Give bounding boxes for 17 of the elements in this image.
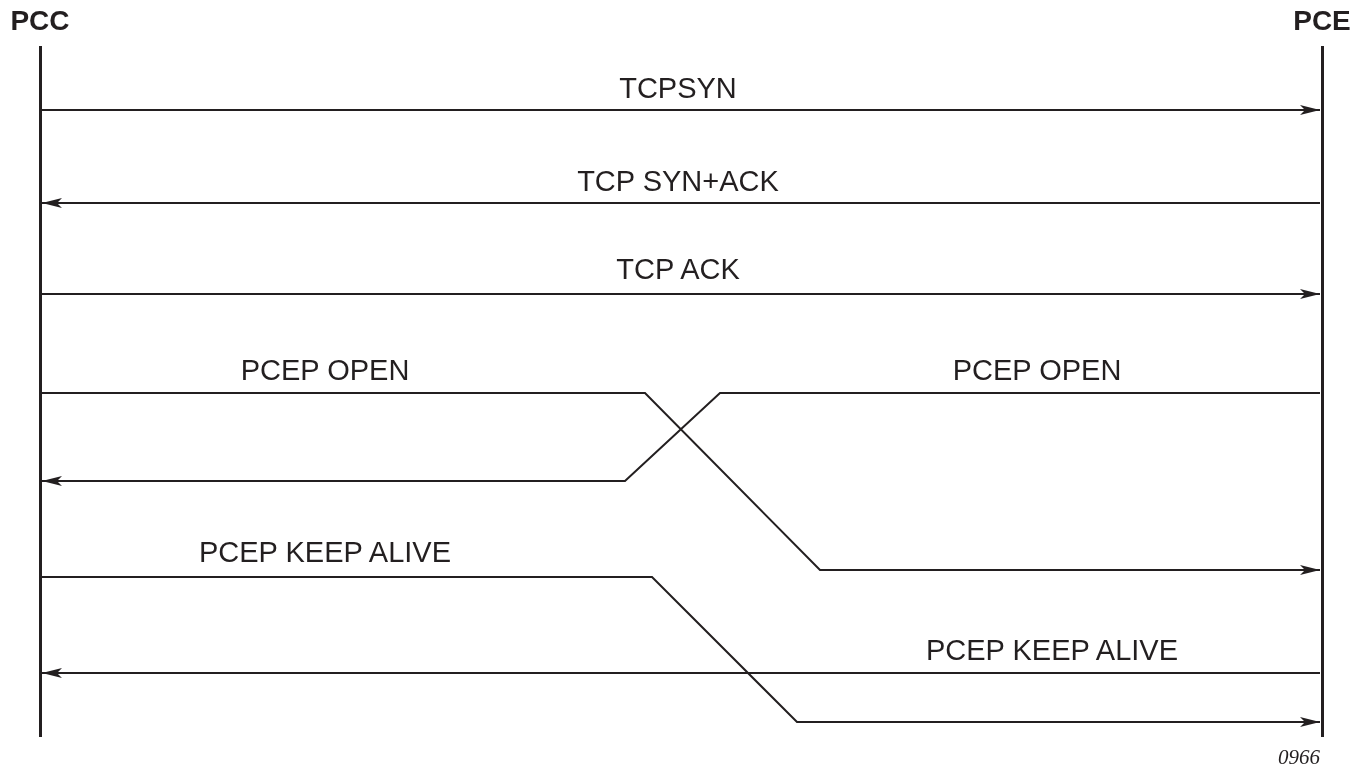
message-label: PCEP OPEN	[952, 354, 1122, 386]
message-label: PCEP KEEP ALIVE	[926, 634, 1178, 666]
figure-number: 0966	[1278, 745, 1320, 770]
participant-label: PCE	[1292, 4, 1352, 38]
message-arrow	[41, 668, 1321, 678]
participant-label: PCC	[9, 4, 71, 38]
message-label: TCPSYN	[619, 72, 737, 104]
message-arrow	[41, 198, 1321, 208]
message-label: PCEP OPEN	[240, 354, 410, 386]
message-arrow	[41, 576, 1321, 727]
message-label: TCP ACK	[616, 253, 740, 285]
message-label: PCEP KEEP ALIVE	[199, 536, 451, 568]
message-arrow	[41, 392, 1321, 486]
message-arrow	[41, 392, 1321, 575]
message-arrow	[41, 105, 1321, 115]
message-label: TCP SYN+ACK	[577, 165, 779, 197]
message-arrow	[41, 289, 1321, 299]
